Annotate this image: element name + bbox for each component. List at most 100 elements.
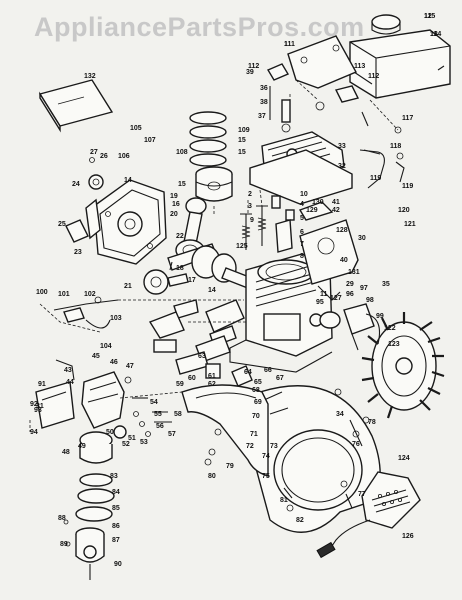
callout-number: 129 [306, 207, 318, 214]
callout-number: 64 [244, 369, 252, 376]
callout-number: 48 [62, 449, 70, 456]
callout-number: 128 [336, 227, 348, 234]
callout-number: 115 [424, 13, 435, 20]
callout-number: 123 [388, 341, 400, 348]
callout-number: 122 [384, 325, 396, 332]
callout-number: 62 [208, 381, 216, 388]
cylinder-baffle [181, 384, 269, 477]
callout-number: 108 [176, 149, 188, 156]
callout-number: 52 [122, 441, 130, 448]
callout-number: 118 [390, 143, 401, 150]
callout-number: 112 [368, 73, 379, 80]
callout-number: 8 [300, 253, 304, 260]
callout-number: 46 [110, 359, 118, 366]
callout-number: 97 [360, 285, 368, 292]
callout-number: 127 [330, 295, 342, 302]
callout-number: 65 [254, 379, 262, 386]
callout-number: 131 [348, 269, 360, 276]
callout-number: 25 [58, 221, 66, 228]
callout-number: 98 [366, 297, 374, 304]
piston [195, 166, 233, 202]
callout-number: 96 [346, 291, 354, 298]
crankcase-cover [85, 179, 167, 265]
fuel-bowl-assembly [63, 473, 115, 580]
flywheel [361, 312, 445, 419]
callout-number: 89 [60, 541, 68, 548]
callout-number: 6 [300, 229, 304, 236]
callout-number: 105 [130, 125, 142, 132]
callout-number: 36 [260, 85, 268, 92]
callout-number: 93 [34, 407, 42, 414]
callout-number: 91 [38, 381, 46, 388]
callout-number: 109 [238, 127, 250, 134]
callout-number: 21 [124, 283, 132, 290]
callout-number: 37 [258, 113, 266, 120]
callout-number: 71 [250, 431, 258, 438]
air-cleaner-bracket [29, 359, 75, 432]
callout-number: 83 [110, 473, 118, 480]
cylinder-head [249, 131, 353, 205]
callout-number: 43 [64, 367, 72, 374]
callout-number: 81 [280, 497, 288, 504]
callout-number: 103 [110, 315, 122, 322]
callout-number: 87 [112, 537, 120, 544]
callout-number: 74 [262, 453, 270, 460]
callout-number: 32 [338, 163, 346, 170]
fuel-tank [349, 14, 451, 99]
callout-number: 77 [358, 491, 366, 498]
callout-number: 90 [114, 561, 122, 568]
callout-number: 39 [246, 69, 254, 76]
callout-number: 53 [140, 439, 148, 446]
callout-number: 34 [336, 411, 344, 418]
callout-number: 57 [168, 431, 176, 438]
head-gasket [299, 219, 359, 285]
callout-number: 41 [332, 199, 340, 206]
callout-number: 119 [370, 175, 381, 182]
callout-number: 80 [208, 473, 216, 480]
callout-number: 107 [144, 137, 156, 144]
callout-number: 31 [36, 403, 44, 410]
gasket-kit-card [38, 79, 114, 133]
callout-number: 114 [430, 31, 441, 38]
callout-number: 119 [402, 183, 413, 190]
callout-number: 54 [150, 399, 158, 406]
callout-number: 12 [424, 13, 432, 20]
callout-number: 99 [376, 313, 384, 320]
callout-number: 113 [354, 63, 365, 70]
callout-number: 124 [398, 455, 410, 462]
callout-number: 13 [430, 31, 438, 38]
callout-number: 120 [398, 207, 410, 214]
callout-number: 75 [262, 473, 270, 480]
callout-number: 2 [248, 191, 252, 198]
carburetor [79, 371, 172, 464]
callout-number: 112 [248, 63, 259, 70]
callout-number: 15 [238, 137, 246, 144]
leader-lines [118, 94, 399, 399]
callout-number: 69 [254, 399, 262, 406]
callout-number: 68 [252, 387, 260, 394]
callout-number: 58 [174, 411, 182, 418]
callout-number: 88 [58, 515, 66, 522]
callout-number: 26 [100, 153, 108, 160]
callout-number: 38 [260, 99, 268, 106]
callout-number: 16 [172, 201, 180, 208]
callout-number: 59 [176, 381, 184, 388]
callout-number: 9 [250, 217, 254, 224]
callout-number: 51 [128, 435, 136, 442]
callout-number: 44 [66, 379, 74, 386]
callout-number: 30 [358, 235, 366, 242]
callout-number: 33 [338, 143, 346, 150]
callout-number: 35 [382, 281, 390, 288]
callout-number: 4 [300, 201, 304, 208]
callout-number: 11 [320, 291, 328, 298]
callout-number: 76 [352, 441, 360, 448]
callout-number: 60 [188, 375, 196, 382]
callout-number: 86 [112, 523, 120, 530]
callout-number: 106 [118, 153, 130, 160]
governor-linkage [39, 296, 119, 333]
intake-gaskets [148, 299, 253, 387]
side-plate [298, 201, 334, 221]
callout-number: 73 [270, 443, 278, 450]
callout-number: 23 [74, 249, 82, 256]
